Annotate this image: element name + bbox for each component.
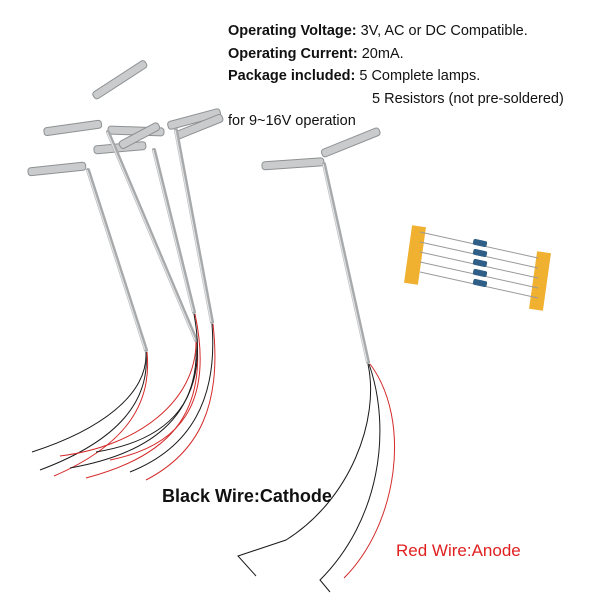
red-wire [59, 341, 197, 457]
resistor [472, 278, 488, 288]
lamp-group [27, 60, 224, 481]
lamp-pole-highlight [174, 129, 212, 323]
spec-current: Operating Current: 20mA. [228, 43, 564, 66]
spec-label: Operating Current: [228, 45, 358, 62]
single-lamp [237, 127, 395, 593]
red-wire-label: Red Wire:Anode [396, 541, 521, 560]
black-wire [237, 363, 372, 577]
lamp-pole-highlight [152, 149, 194, 313]
lamp-poles-shine [86, 129, 212, 351]
red-wire [109, 313, 201, 461]
lamp-pole [86, 168, 148, 352]
spec-value: 5 Complete lamps. [359, 68, 481, 84]
resistor [472, 238, 488, 248]
black-wire [69, 341, 197, 469]
lamp-pole-highlight [86, 169, 146, 351]
spec-label: Operating Voltage: [228, 23, 357, 39]
red-wire [53, 351, 149, 477]
lamp-pole [322, 162, 370, 364]
tape-right [529, 251, 551, 311]
resistor [472, 268, 488, 278]
lamp-group-wires [31, 313, 216, 481]
spec-package-line-3: for 9~16V operation [228, 110, 564, 133]
lamp-arm [27, 161, 87, 177]
lamp-poles [86, 128, 214, 352]
red-wire [85, 341, 199, 479]
black-wire [319, 363, 381, 593]
red-wire [145, 323, 216, 481]
spec-list: Operating Voltage: 3V, AC or DC Compatib… [228, 20, 564, 133]
lamp-pole [174, 128, 214, 324]
resistor-bodies [472, 238, 488, 288]
resistor-strip [404, 225, 551, 311]
black-wire [95, 313, 198, 453]
black-wire [129, 323, 214, 473]
lamp-pole-highlight [322, 163, 368, 363]
spec-value: 20mA. [361, 45, 404, 62]
spec-package-line-2: 5 Resistors (not pre-soldered) [228, 88, 564, 111]
spec-voltage: Operating Voltage: 3V, AC or DC Compatib… [228, 20, 564, 43]
red-wire [343, 363, 395, 579]
spec-package: Package included: 5 Complete lamps. [228, 65, 564, 88]
black-wire [31, 351, 147, 453]
black-wire-label: Black Wire:Cathode [162, 486, 332, 506]
lamp-pole-highlight [106, 131, 196, 341]
resistor [472, 258, 488, 268]
lamp-pole [152, 148, 196, 314]
resistor [472, 248, 488, 258]
lamp-arm [167, 108, 222, 130]
spec-label: Package included: [228, 68, 356, 84]
spec-value: for 9~16V operation [228, 113, 356, 129]
black-wire [39, 351, 147, 471]
spec-value: 3V, AC or DC Compatible. [360, 23, 528, 39]
lamp-pole [106, 130, 198, 342]
lamp-arm [43, 119, 103, 137]
lamp-arm [118, 122, 161, 149]
lamp-arm [261, 157, 325, 171]
spec-value: 5 Resistors (not pre-soldered) [372, 90, 564, 107]
lamp-heads [27, 60, 224, 177]
tape-left [404, 225, 426, 285]
lamp-arm [92, 60, 148, 100]
lamp-arm [320, 127, 381, 158]
